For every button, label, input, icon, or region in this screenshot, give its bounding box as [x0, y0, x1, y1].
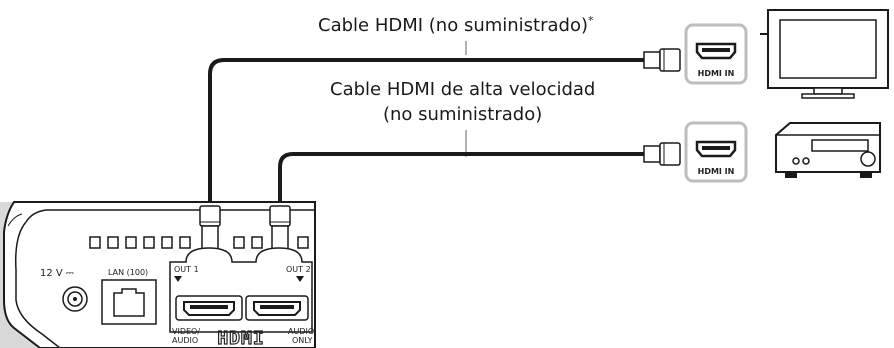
hdmi-plug-player-out1	[199, 205, 221, 255]
out1-sub-label-line1: VIDEO/	[172, 327, 200, 336]
hdmi-plug-player-out2	[269, 205, 291, 255]
footnote-mark: *	[588, 14, 594, 27]
lan-label: LAN (100)	[108, 268, 148, 277]
out1-label: OUT 1	[174, 265, 199, 274]
out2-sub-label-line1: AUDIO	[288, 327, 314, 336]
lan-port	[101, 279, 157, 325]
cable-1-caption-text: Cable HDMI (no suministrado)	[318, 15, 588, 36]
hdmi-cable-1	[208, 58, 646, 206]
hdmi-plug-receiver-end	[643, 142, 681, 166]
receiver-hdmi-in-label: HDMI IN	[698, 167, 735, 176]
tv-hdmi-in-label: HDMI IN	[698, 69, 735, 78]
hdmi-logo: HDMI	[217, 328, 264, 348]
tv-icon	[760, 9, 889, 99]
hdmi-plug-tv-end	[643, 48, 681, 72]
dc-power-jack	[62, 286, 88, 312]
power-label: 12 V ⎓	[40, 268, 74, 279]
out2-arrow-icon	[296, 276, 304, 282]
out2-sub-label-line2: ONLY	[292, 336, 313, 345]
hdmi-out1-socket	[175, 295, 243, 321]
hdmi-out2-socket	[245, 295, 309, 321]
hdmi-cable-2	[278, 152, 646, 206]
out1-arrow-icon	[174, 276, 182, 282]
cable-1-caption: Cable HDMI (no suministrado)*	[318, 10, 594, 37]
vent-slots	[89, 236, 309, 249]
cable-2-caption-line1: Cable HDMI de alta velocidad	[330, 79, 596, 100]
out2-label: OUT 2	[286, 265, 311, 274]
receiver-hdmi-in-port	[684, 121, 748, 183]
tv-hdmi-in-port	[684, 23, 748, 85]
out1-sub-label-line2: AUDIO	[172, 336, 198, 345]
cable-2-caption-line2: (no suministrado)	[383, 104, 543, 125]
av-receiver-icon	[775, 122, 881, 178]
